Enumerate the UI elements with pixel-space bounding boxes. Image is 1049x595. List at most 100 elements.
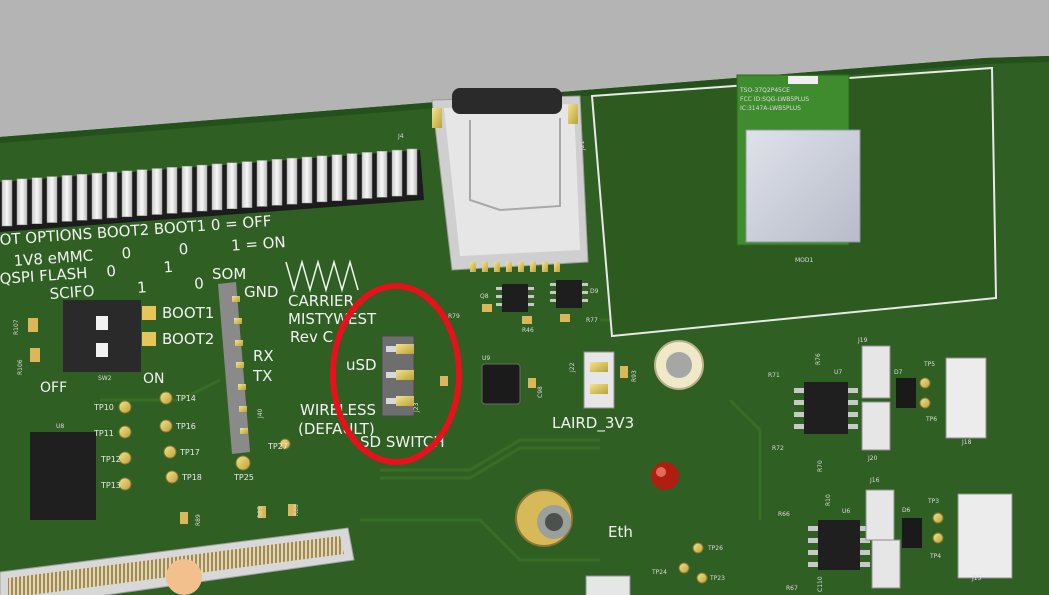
d9-refdes: D9 [590, 288, 599, 295]
j4-header: J4 [0, 133, 424, 232]
u8-refdes: U8 [56, 423, 64, 430]
tp26-refdes: TP26 [707, 545, 723, 552]
u8-chip: U8 [30, 423, 96, 520]
r77-refdes: R77 [586, 317, 598, 324]
j19-label: J19 [857, 337, 868, 344]
b2b-connector [0, 527, 355, 595]
mosfets-q8-q9: Q8 D9 R79 R46 R77 [448, 280, 599, 334]
carrier-label: CARRIER MISTYWEST Rev C [285, 259, 377, 346]
j4-pin [391, 149, 403, 197]
module-line2: FCC ID:SQG-LWB5PLUS [740, 96, 809, 103]
r71-refdes: R71 [768, 372, 780, 379]
red-led [651, 462, 679, 490]
j4-pin [361, 152, 373, 199]
j4-pin [196, 164, 208, 212]
boot2-label: BOOT2 [162, 330, 214, 348]
j4-pin [61, 175, 73, 222]
tp27-refdes: TP27 [267, 442, 288, 451]
j21-label: J21 [579, 140, 586, 151]
som-title: SOM [212, 265, 246, 283]
module-line1: TSO-37Q2P45CE [739, 87, 790, 94]
j15-label: J15 [971, 575, 982, 582]
tp5-refdes: TP5 [923, 361, 935, 368]
r66-refdes: R66 [778, 511, 790, 518]
j4-pin [31, 177, 43, 224]
r107-refdes: R107 [13, 319, 20, 335]
u6-chip: U6 R66 R10 R67 C110 [778, 494, 870, 592]
tp11-refdes: TP11 [93, 429, 114, 438]
r10-refdes: R10 [825, 494, 832, 506]
tp10-refdes: TP10 [93, 403, 114, 412]
j4-pin [1, 179, 13, 227]
r89-refdes: R89 [195, 514, 202, 526]
u7-refdes: U7 [834, 369, 842, 376]
wifi-module: TSO-37Q2P45CE FCC ID:SQG-LWB5PLUS IC:314… [736, 74, 861, 264]
som-tx: TX [252, 367, 272, 385]
module-line3: IC:3147A-LWB5PLUS [740, 105, 801, 112]
j4-label: J4 [397, 133, 404, 140]
j4-pin [241, 161, 253, 208]
q8-refdes: Q8 [480, 293, 489, 300]
j4-pin [151, 168, 163, 215]
test-points-left [118, 391, 291, 491]
j4-pin [76, 174, 88, 221]
som-gnd: GND [244, 283, 278, 301]
test-points-right [678, 377, 944, 584]
tp3-refdes: TP3 [927, 498, 939, 505]
c98-refdes: C98 [537, 386, 544, 398]
som-debug-header: SOM GND RX TX J40 [212, 265, 278, 454]
dip-on-label: ON [143, 371, 165, 387]
carrier-line1: CARRIER [288, 292, 354, 310]
module-refdes: MOD1 [795, 257, 814, 264]
j4-pin [46, 176, 58, 223]
j4-pin [286, 157, 298, 205]
d6-refdes: D6 [902, 507, 911, 514]
bottom-connector-stub [585, 575, 631, 595]
j4-pin [106, 171, 118, 219]
default-label: (DEFAULT) [298, 420, 375, 438]
j23-refdes: J23 [413, 402, 420, 413]
d7-refdes: D7 [894, 369, 903, 376]
r67-refdes: R67 [786, 585, 798, 592]
r93-refdes: R93 [631, 370, 638, 382]
j4-pin [166, 167, 178, 214]
laird-label: LAIRD_3V3 [552, 414, 634, 433]
mounting-hole [654, 340, 704, 390]
carrier-line3: Rev C [290, 328, 333, 346]
tp4-refdes: TP4 [929, 553, 941, 560]
j4-pin [136, 169, 148, 216]
tp25-refdes: TP25 [233, 473, 254, 482]
highlight-annotation-circle [330, 283, 462, 465]
j4-pin [226, 162, 238, 209]
j22-label: J22 [569, 362, 576, 373]
tp17-refdes: TP17 [179, 448, 200, 457]
j18-label: J18 [961, 439, 972, 446]
r85-refdes: R85 [257, 506, 264, 518]
eth-label: Eth [608, 523, 633, 541]
r72-refdes: R72 [772, 445, 784, 452]
j4-pin [316, 155, 328, 203]
u9-chip: U9 C98 [481, 355, 544, 405]
u6-refdes: U6 [842, 508, 850, 515]
r70-refdes: R70 [817, 460, 824, 472]
r106-refdes: R106 [17, 359, 24, 375]
sd-switch-label: SD SWITCH [360, 433, 445, 451]
r88-refdes: R88 [293, 504, 300, 516]
j22-laird-connector: J22 LAIRD_3V3 R93 [552, 351, 638, 433]
j4-pin [211, 163, 223, 211]
tp14-refdes: TP14 [175, 394, 196, 403]
j4-pin [16, 178, 28, 226]
som-rx: RX [253, 347, 274, 365]
sw2-refdes: SW2 [98, 375, 112, 382]
r76-refdes: R76 [815, 353, 822, 365]
u9-refdes: U9 [482, 355, 490, 362]
j4-pin [121, 170, 133, 218]
usd-label: uSD [346, 356, 377, 374]
tp6-refdes: TP6 [925, 416, 937, 423]
right-connectors: J19 J20 J16 J18 J15 D7 D6 [857, 337, 1013, 589]
r79-refdes: R79 [448, 313, 460, 320]
tp23-refdes: TP23 [709, 575, 725, 582]
j20-label: J20 [867, 455, 878, 462]
j4-pin [406, 148, 418, 196]
